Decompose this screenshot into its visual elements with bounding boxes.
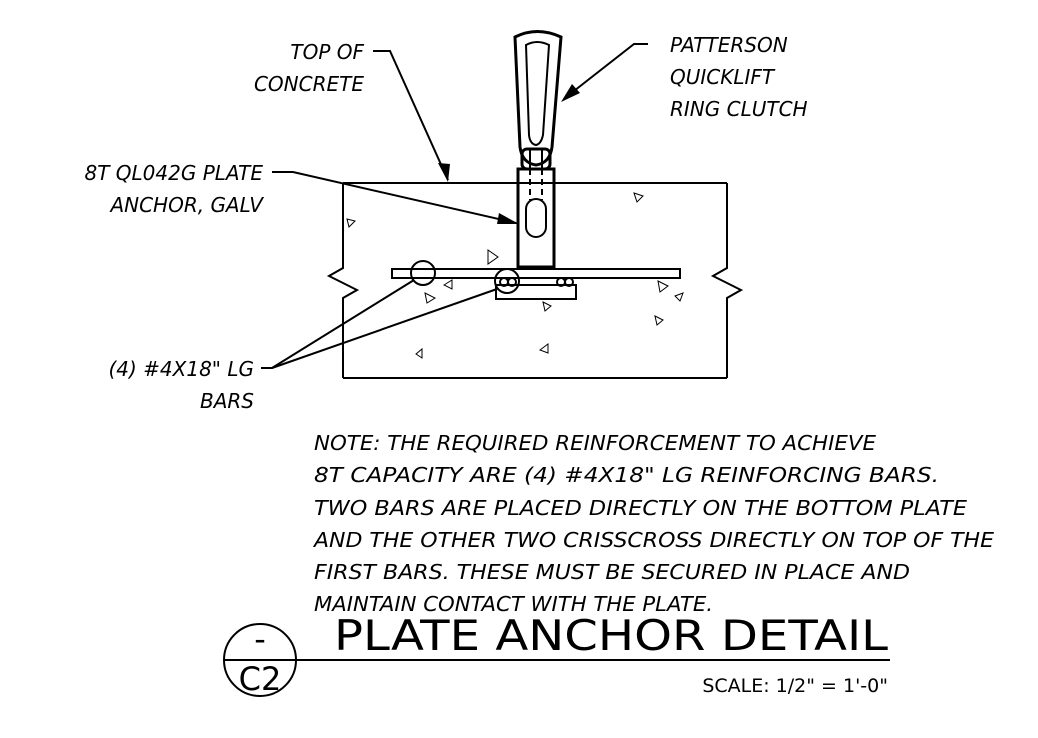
scale-label: SCALE: 1/2" = 1'-0" — [702, 675, 888, 697]
title-block: - C2 PLATE ANCHOR DETAIL SCALE: 1/2" = 1… — [223, 611, 890, 698]
label-plate-anchor-1: 8T QL042G PLATE — [85, 161, 264, 185]
leader-bar-right — [271, 288, 498, 369]
right-break-line — [710, 183, 744, 378]
label-top-of-concrete-2: CONCRETE — [254, 72, 364, 96]
page-title: PLATE ANCHOR DETAIL — [334, 611, 889, 660]
leader-lines — [261, 43, 648, 369]
label-bars-1: (4) #4X18" LG — [108, 357, 254, 381]
label-top-of-concrete-1: TOP OF — [290, 40, 364, 64]
reinforcing-bars — [391, 260, 681, 294]
detail-number: - — [254, 620, 266, 658]
leader-plate-anchor — [272, 171, 517, 224]
label-ring-clutch-2: QUICKLIFT — [670, 65, 776, 89]
left-break-line — [326, 183, 360, 378]
label-bars-2: BARS — [200, 389, 254, 413]
callout-labels: TOP OF CONCRETE PATTERSON QUICKLIFT RING… — [85, 33, 808, 413]
note-line-2: 8T CAPACITY ARE (4) #4X18" LG REINFORCIN… — [314, 463, 939, 487]
note-line-1: NOTE: THE REQUIRED REINFORCEMENT TO ACHI… — [314, 431, 876, 455]
leader-ring-clutch — [564, 43, 648, 99]
note-line-5: FIRST BARS. THESE MUST BE SECURED IN PLA… — [314, 560, 910, 584]
note-line-4: AND THE OTHER TWO CRISSCROSS DIRECTLY ON… — [312, 528, 995, 552]
label-ring-clutch-1: PATTERSON — [670, 33, 788, 57]
sheet-number: C2 — [239, 660, 282, 698]
label-ring-clutch-3: RING CLUTCH — [670, 97, 808, 121]
bar-callout-circle-right — [494, 268, 520, 294]
leader-top-of-concrete — [373, 50, 449, 181]
bar-callout-circle-left — [410, 260, 436, 286]
label-plate-anchor-2: ANCHOR, GALV — [108, 193, 264, 217]
concrete-aggregate-marks — [346, 192, 684, 359]
note-block: NOTE: THE REQUIRED REINFORCEMENT TO ACHI… — [312, 431, 995, 616]
leader-bar-left — [261, 279, 415, 369]
note-line-6: MAINTAIN CONTACT WITH THE PLATE. — [314, 592, 713, 616]
ring-clutch-icon — [513, 30, 563, 171]
plate-anchor-icon — [495, 167, 577, 300]
note-line-3: TWO BARS ARE PLACED DIRECTLY ON THE BOTT… — [314, 496, 967, 520]
concrete-section — [326, 182, 744, 379]
